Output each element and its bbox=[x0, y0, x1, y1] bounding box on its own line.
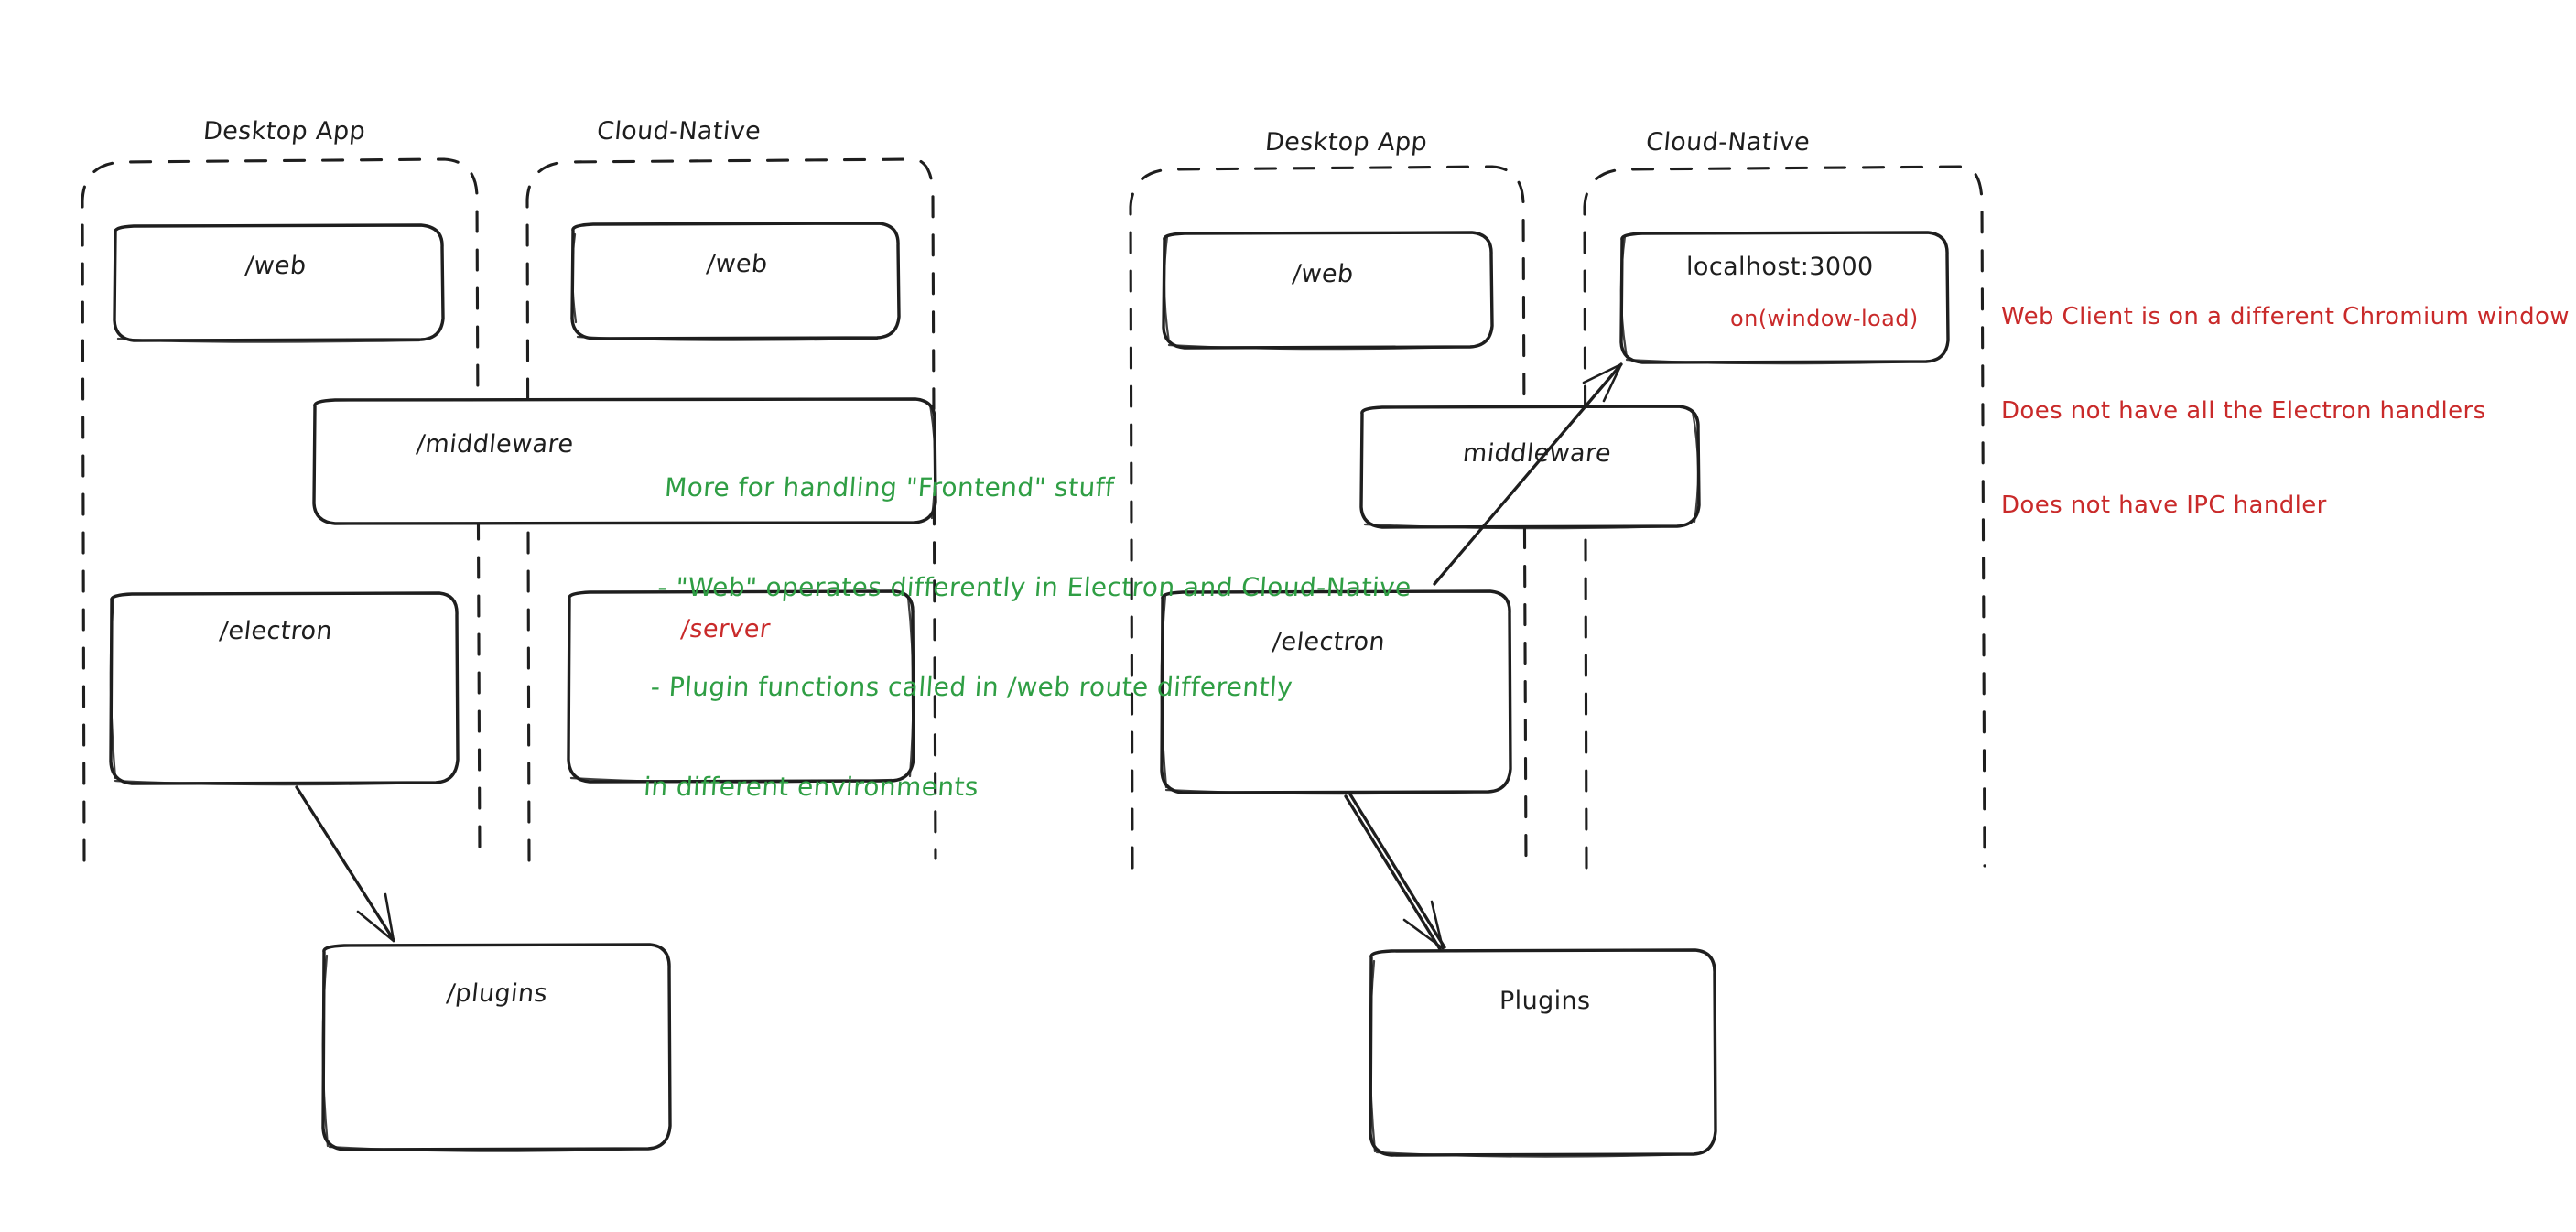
label-left-middleware: /middleware bbox=[415, 430, 576, 459]
label-right-localhost: localhost:3000 bbox=[1686, 253, 1874, 281]
note-red: Web Client is on a different Chromium wi… bbox=[2001, 238, 2570, 552]
label-right-middleware: middleware bbox=[1461, 439, 1613, 468]
box-right-desktop-web[interactable] bbox=[1162, 231, 1494, 351]
group-right-cloud-native bbox=[1583, 165, 1986, 870]
label-left-desktop-electron: /electron bbox=[218, 617, 334, 645]
box-right-localhost[interactable] bbox=[1619, 231, 1950, 365]
box-left-middleware[interactable] bbox=[312, 397, 937, 525]
label-right-cloud-native: Cloud-Native bbox=[1644, 128, 1812, 157]
group-left-desktop-app bbox=[81, 157, 482, 862]
box-right-desktop-electron[interactable] bbox=[1160, 589, 1512, 795]
label-right-desktop-web: /web bbox=[1291, 260, 1356, 288]
box-left-desktop-web[interactable] bbox=[113, 223, 445, 343]
box-left-plugins[interactable] bbox=[321, 943, 672, 1152]
note-green: More for handling "Frontend" stuff - "We… bbox=[640, 405, 1423, 838]
label-left-cloud-native: Cloud-Native bbox=[595, 117, 763, 146]
note-red-line-1: Web Client is on a different Chromium wi… bbox=[2001, 302, 2570, 330]
label-left-desktop-app: Desktop App bbox=[201, 117, 367, 146]
label-right-desktop-app: Desktop App bbox=[1263, 128, 1429, 157]
box-left-desktop-electron[interactable] bbox=[109, 591, 460, 786]
note-red-line-3: Does not have IPC handler bbox=[2001, 491, 2327, 519]
arrow-right-electron-to-plugins bbox=[1344, 793, 1446, 951]
note-green-line-1: More for handling "Frontend" stuff bbox=[664, 471, 1116, 503]
label-left-desktop-web: /web bbox=[244, 252, 308, 280]
group-left-cloud-native bbox=[525, 157, 937, 862]
arrow-left-electron-to-plugins bbox=[295, 785, 395, 943]
label-right-plugins: Plugins bbox=[1499, 987, 1591, 1015]
box-left-cloud-server[interactable] bbox=[567, 589, 915, 784]
box-left-cloud-web[interactable] bbox=[570, 222, 901, 341]
note-green-line-4: in different environments bbox=[643, 772, 980, 803]
label-right-localhost-sublabel: on(window-load) bbox=[1730, 306, 1919, 331]
arrow-right-electron-to-localhost bbox=[1433, 362, 1623, 586]
note-green-line-3: - Plugin functions called in /web route … bbox=[649, 672, 1294, 703]
label-left-plugins: /plugins bbox=[445, 979, 549, 1008]
box-right-middleware[interactable] bbox=[1359, 405, 1701, 530]
label-left-cloud-web: /web bbox=[705, 250, 770, 278]
note-red-line-2: Does not have all the Electron handlers bbox=[2001, 396, 2486, 425]
box-right-plugins[interactable] bbox=[1369, 948, 1717, 1158]
group-right-desktop-app bbox=[1129, 165, 1528, 870]
note-green-line-2: - "Web" operates differently in Electron… bbox=[656, 571, 1412, 602]
